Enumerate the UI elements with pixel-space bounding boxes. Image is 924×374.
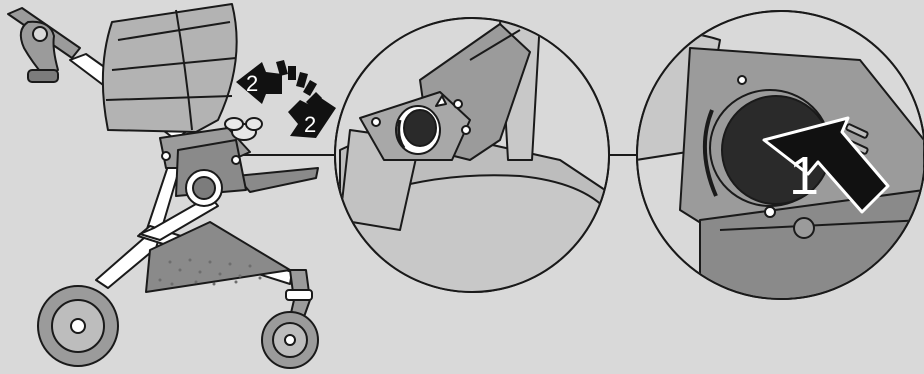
hinge-lock-detail [330, 15, 620, 310]
release-button-detail [636, 10, 924, 302]
rear-wheel [38, 286, 118, 366]
footrest [236, 168, 318, 192]
front-wheel [262, 312, 318, 368]
step-2-label-lower: 2 [304, 112, 316, 137]
step-1-label: 1 [789, 146, 819, 206]
stroller-illustration [8, 4, 318, 368]
step-2-label-upper: 2 [246, 71, 258, 96]
cup-holder-icon [21, 22, 58, 82]
rotate-arrow-head-upper [236, 62, 282, 104]
